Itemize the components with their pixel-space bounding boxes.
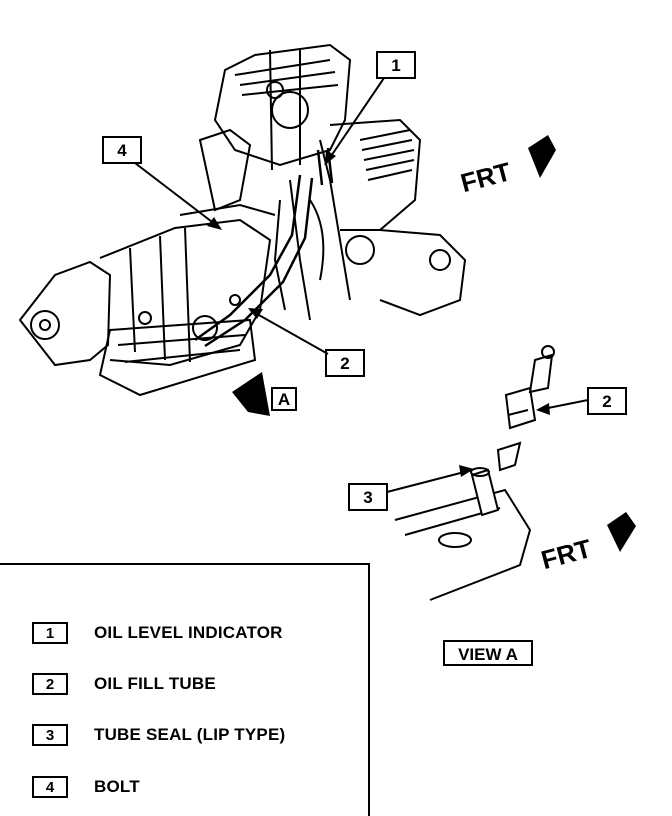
view-a-label-box: VIEW A xyxy=(443,640,533,666)
legend-number: 2 xyxy=(32,673,68,695)
front-arrow-view: FRT xyxy=(538,512,636,575)
legend-item: 4 BOLT xyxy=(32,776,140,798)
legend-item: 3 TUBE SEAL (LIP TYPE) xyxy=(32,724,285,746)
callout-2-view: 2 xyxy=(536,387,627,415)
callout-1: 1 xyxy=(324,51,416,166)
front-label-view: FRT xyxy=(538,533,595,575)
callout-1-label: 1 xyxy=(391,56,400,75)
legend-label: OIL LEVEL INDICATOR xyxy=(94,623,283,642)
view-a-label: VIEW A xyxy=(458,645,518,664)
legend: 1 OIL LEVEL INDICATOR 2 OIL FILL TUBE 3 … xyxy=(0,563,370,816)
legend-number: 3 xyxy=(32,724,68,746)
view-a-marker-label: A xyxy=(278,390,290,409)
oil-fill-tube xyxy=(194,147,334,348)
callout-2-main: 2 xyxy=(248,308,365,377)
legend-label: BOLT xyxy=(94,777,140,796)
legend-number: 1 xyxy=(32,622,68,644)
transmission-illustration xyxy=(18,203,276,397)
legend-number: 4 xyxy=(32,776,68,798)
legend-label: TUBE SEAL (LIP TYPE) xyxy=(94,725,286,744)
callout-4-label: 4 xyxy=(117,141,127,160)
front-arrow-top: FRT xyxy=(457,135,556,198)
legend-item: 1 OIL LEVEL INDICATOR xyxy=(32,622,283,644)
engine-illustration xyxy=(198,43,467,321)
view-a-detail xyxy=(394,345,555,601)
callout-2-view-label: 2 xyxy=(602,392,611,411)
callout-2-main-label: 2 xyxy=(340,354,349,373)
legend-item: 2 OIL FILL TUBE xyxy=(32,673,216,695)
legend-label: OIL FILL TUBE xyxy=(94,674,216,693)
front-label-top: FRT xyxy=(457,156,514,198)
callout-3-label: 3 xyxy=(363,488,372,507)
callout-4: 4 xyxy=(102,136,222,230)
callout-3: 3 xyxy=(348,465,474,511)
view-a-marker: A xyxy=(232,372,297,416)
